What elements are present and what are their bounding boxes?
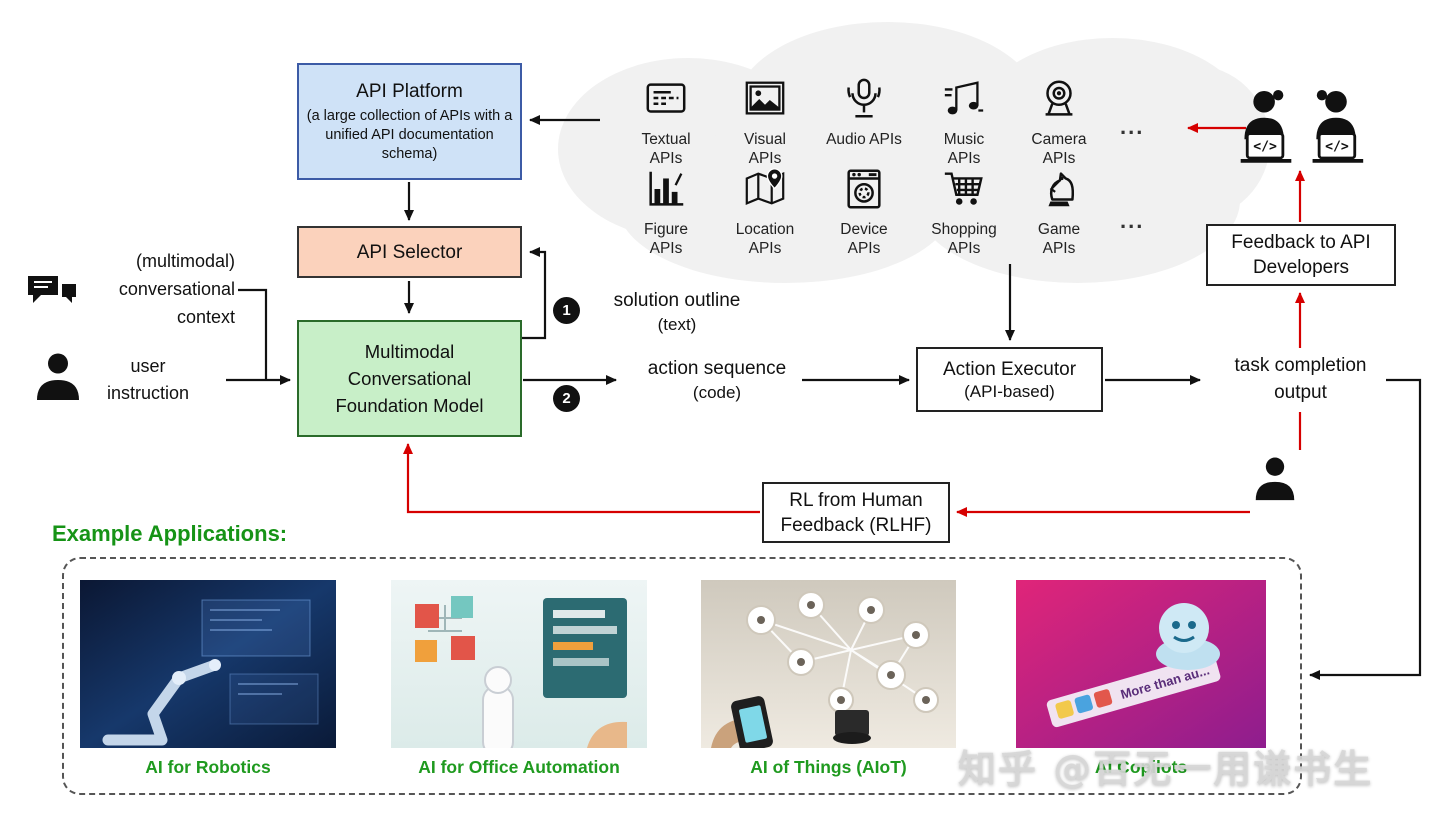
action-sequence-sub: (code) [692, 383, 742, 402]
feedback-developers-box: Feedback to API Developers [1206, 224, 1396, 286]
api-label: Game APIs [1037, 221, 1081, 257]
step-1-badge: 1 [553, 297, 580, 324]
api-label: Device APIs [840, 221, 888, 257]
action-executor-subtitle: (API-based) [964, 382, 1055, 401]
api-item-figure: Figure APIs [619, 166, 713, 258]
textual-api-icon [643, 76, 689, 127]
cloud-blob [1115, 65, 1270, 220]
step-2-badge: 2 [553, 385, 580, 412]
task-completion-label: task completion output [1234, 355, 1367, 403]
action-executor-title: Action Executor [942, 359, 1077, 380]
camera-api-icon [1036, 76, 1082, 127]
chat-icon [26, 272, 80, 321]
api-label: Shopping APIs [931, 221, 997, 257]
row1-ellipsis: ... [1120, 114, 1145, 139]
action-executor-box: Action Executor (API-based) [916, 347, 1103, 412]
rlhf-box: RL from Human Feedback (RLHF) [762, 482, 950, 543]
game-api-icon [1036, 166, 1082, 217]
developer-icon: </> [1236, 86, 1296, 175]
shopping-api-icon [941, 166, 987, 217]
code-glyph: </> [1325, 140, 1349, 155]
figure-api-icon [643, 166, 689, 217]
human-feedback-icon [1253, 456, 1297, 509]
api-item-device: Device APIs [817, 166, 911, 258]
api-item-audio: Audio APIs [817, 76, 911, 149]
example-applications-heading: Example Applications: [52, 521, 288, 546]
row2-ellipsis: ... [1120, 208, 1145, 233]
api-selector-box: API Selector [297, 226, 522, 278]
watermark: 知乎 @百无一用谦书生 [958, 747, 1374, 791]
api-item-game: Game APIs [1012, 166, 1106, 258]
developer-icon: </> [1306, 86, 1366, 175]
foundation-model-label: Multimodal Conversational Foundation Mod… [335, 341, 484, 416]
caption-robotics: AI for Robotics [145, 757, 271, 777]
api-item-location: Location APIs [718, 166, 812, 258]
caption-office-automation: AI for Office Automation [418, 757, 620, 777]
api-label: Location APIs [735, 221, 795, 257]
location-api-icon [742, 166, 788, 217]
solution-outline-sub: (text) [657, 315, 697, 334]
visual-api-icon [742, 76, 788, 127]
api-platform-subtitle: (a large collection of APIs with a unifi… [306, 108, 513, 162]
api-item-visual: Visual APIs [718, 76, 812, 168]
code-glyph: </> [1253, 140, 1277, 155]
office-automation-image [391, 580, 647, 748]
api-item-textual: Textual APIs [619, 76, 713, 168]
api-item-camera: Camera APIs [1012, 76, 1106, 168]
solution-outline-label: solution outline (text) [586, 288, 768, 336]
api-label: Textual APIs [641, 131, 691, 167]
api-label: Music APIs [943, 131, 985, 167]
api-platform-title: API Platform [356, 81, 463, 102]
conversational-context-label: (multimodal) conversational context [118, 251, 235, 327]
robotics-image [80, 580, 336, 748]
audio-api-icon [841, 76, 887, 127]
user-instruction-label: user instruction [106, 356, 190, 403]
action-sequence-text: action sequence [647, 358, 787, 379]
api-platform-box: API Platform (a large collection of APIs… [297, 63, 522, 180]
user-icon [34, 352, 82, 409]
solution-outline-text: solution outline [613, 290, 741, 311]
action-sequence-label: action sequence (code) [627, 356, 807, 404]
caption-copilots: AI Copilots [1094, 757, 1188, 777]
foundation-model-box: Multimodal Conversational Foundation Mod… [297, 320, 522, 437]
api-label: Visual APIs [744, 131, 786, 167]
api-selector-label: API Selector [356, 241, 463, 263]
feedback-developers-label: Feedback to API Developers [1231, 232, 1371, 278]
rlhf-label: RL from Human Feedback (RLHF) [780, 489, 932, 536]
api-item-music: Music APIs [917, 76, 1011, 168]
device-api-icon [841, 166, 887, 217]
applications-panel [62, 557, 1302, 795]
api-label: Audio APIs [826, 131, 902, 148]
copilots-image: More than au... [1016, 580, 1266, 748]
caption-aiot: AI of Things (AIoT) [750, 757, 907, 777]
api-label: Figure APIs [644, 221, 688, 257]
music-api-icon [941, 76, 987, 127]
aiot-image [701, 580, 956, 748]
api-item-shopping: Shopping APIs [917, 166, 1011, 258]
api-label: Camera APIs [1031, 131, 1087, 167]
